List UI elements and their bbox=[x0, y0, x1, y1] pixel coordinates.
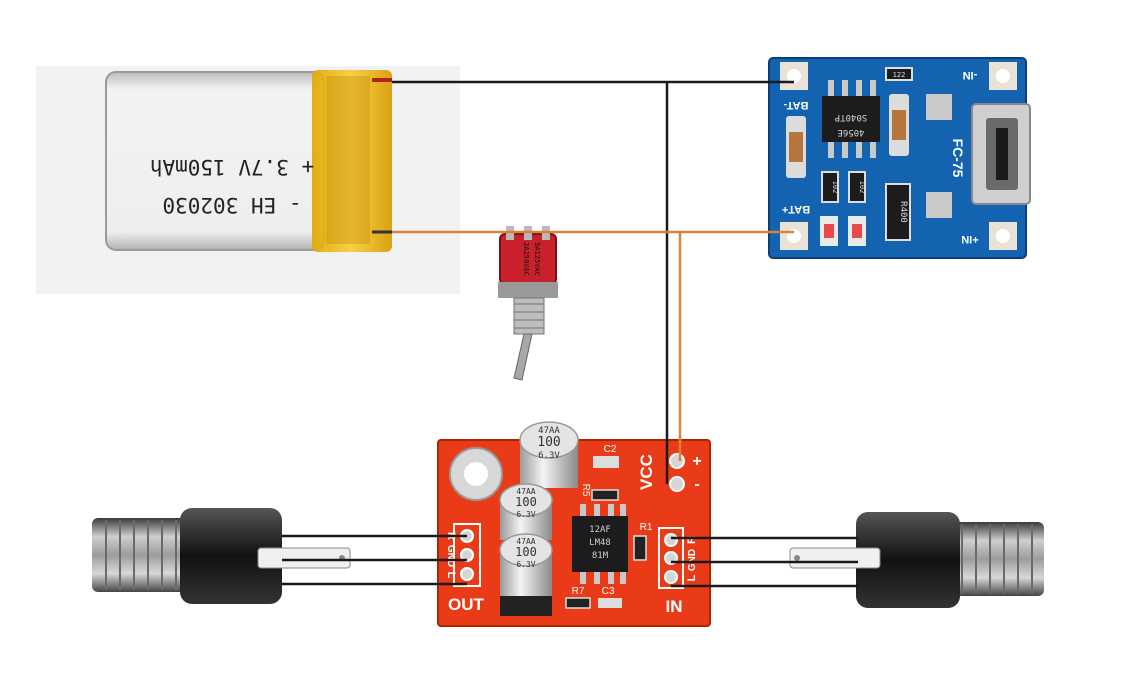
amp-out-l-label: L bbox=[445, 572, 457, 579]
battery-label-model: - EH 302030 bbox=[162, 193, 301, 217]
svg-text:102: 102 bbox=[858, 181, 866, 194]
battery: + 3.7V 150mAh - EH 302030 bbox=[36, 66, 460, 294]
charger-board: BAT- -IN BAT+ +IN S040TP 4056E 122 102 1… bbox=[768, 57, 1031, 259]
amp-chip bbox=[572, 516, 628, 572]
label-bat-minus: BAT- bbox=[783, 99, 808, 111]
charger-chip bbox=[822, 96, 880, 142]
svg-text:47AA: 47AA bbox=[516, 487, 535, 496]
charger-res-a bbox=[821, 171, 839, 203]
left-audio-jack bbox=[92, 508, 351, 604]
amp-chip-marking-3: 81M bbox=[592, 551, 609, 561]
amp-in-r-label: R bbox=[686, 536, 698, 544]
svg-text:102: 102 bbox=[831, 181, 839, 194]
amp-in-gnd-label: GND bbox=[687, 549, 698, 571]
svg-text:47AA: 47AA bbox=[538, 426, 560, 436]
charger-model-label: FC-75 bbox=[950, 139, 966, 178]
battery-tape bbox=[312, 70, 392, 252]
svg-text:R400: R400 bbox=[898, 201, 908, 223]
charger-pad-b bbox=[926, 192, 952, 218]
amp-r7-part bbox=[565, 597, 591, 609]
right-jack-body bbox=[856, 512, 960, 608]
svg-text:100: 100 bbox=[515, 495, 537, 509]
amp-c2-part bbox=[593, 456, 619, 468]
left-jack-tab bbox=[257, 547, 351, 569]
amp-pad-out-l[interactable] bbox=[460, 567, 474, 581]
amp-in-l-label: L bbox=[686, 574, 698, 581]
amp-chip-marking-1: 12AF bbox=[589, 525, 611, 535]
svg-text:47AA: 47AA bbox=[516, 537, 535, 546]
label-in-minus: -IN bbox=[963, 69, 978, 81]
amp-vcc-minus-label: - bbox=[694, 476, 699, 493]
amp-vcc-label: VCC bbox=[637, 454, 656, 490]
svg-text:100: 100 bbox=[537, 435, 560, 450]
amp-cap-1: 47AA 100 6.3V bbox=[519, 421, 579, 488]
amp-pad-vcc-plus[interactable] bbox=[669, 453, 685, 469]
amp-in-pad-frame bbox=[658, 527, 684, 589]
amp-out-gnd-label: GND bbox=[445, 545, 456, 567]
svg-text:100: 100 bbox=[515, 545, 537, 559]
label-in-plus: +IN bbox=[961, 233, 978, 245]
amp-in-label: IN bbox=[666, 597, 683, 616]
charger-pad-a bbox=[926, 94, 952, 120]
amp-r5-part bbox=[591, 489, 619, 501]
amp-pad-in-r[interactable] bbox=[664, 533, 678, 547]
amp-c3-part bbox=[598, 598, 622, 608]
charger-res-b bbox=[848, 171, 866, 203]
amp-r1-label: R1 bbox=[640, 522, 653, 533]
amp-r5-label: R5 bbox=[580, 484, 591, 497]
amp-c2-label: C2 bbox=[604, 444, 617, 455]
svg-text:6.3V: 6.3V bbox=[516, 560, 535, 569]
amp-c3-label: C3 bbox=[602, 586, 615, 597]
amp-cap-3: 47AA 100 6.3V bbox=[499, 533, 553, 616]
left-jack-thread bbox=[92, 518, 188, 592]
amp-out-label: OUT bbox=[448, 595, 485, 614]
toggle-switch[interactable]: 2A250VAC 5A125VAC bbox=[498, 226, 558, 381]
switch-lever[interactable] bbox=[513, 333, 533, 381]
amp-pad-vcc-minus[interactable] bbox=[669, 476, 685, 492]
right-audio-jack bbox=[789, 512, 1044, 608]
battery-pcb-under-tape bbox=[326, 76, 370, 244]
left-jack-body bbox=[180, 508, 282, 604]
switch-rating-2: 5A125VAC bbox=[533, 242, 541, 276]
charger-res-top bbox=[885, 67, 913, 81]
amp-r1-part bbox=[633, 535, 647, 561]
label-bat-plus: BAT+ bbox=[782, 203, 810, 215]
switch-nut bbox=[498, 282, 558, 298]
amp-pad-in-l[interactable] bbox=[664, 570, 678, 584]
svg-text:6.3V: 6.3V bbox=[516, 510, 535, 519]
amp-out-pad-frame bbox=[453, 523, 481, 587]
amp-r7-label: R7 bbox=[572, 586, 585, 597]
battery-label-capacity: + 3.7V 150mAh bbox=[150, 155, 314, 179]
right-jack-tab bbox=[789, 547, 881, 569]
charger-chip-marking-2: 4056E bbox=[837, 127, 864, 137]
wires bbox=[282, 80, 858, 588]
right-jack-thread bbox=[948, 522, 1044, 596]
amp-chip-marking-2: LM48 bbox=[589, 538, 611, 548]
svg-text:122: 122 bbox=[893, 71, 906, 79]
amp-board: 47AA 100 6.3V 47AA 100 6.3V 47AA 100 6.3… bbox=[437, 421, 711, 627]
charger-res-c bbox=[885, 183, 911, 241]
charger-chip-marking-1: S040TP bbox=[834, 112, 867, 122]
amp-vcc-plus-label: + bbox=[692, 453, 701, 470]
switch-rating-1: 2A250VAC bbox=[522, 242, 530, 276]
amp-cap-2: 47AA 100 6.3V bbox=[499, 483, 553, 540]
svg-text:6.3V: 6.3V bbox=[538, 451, 560, 461]
